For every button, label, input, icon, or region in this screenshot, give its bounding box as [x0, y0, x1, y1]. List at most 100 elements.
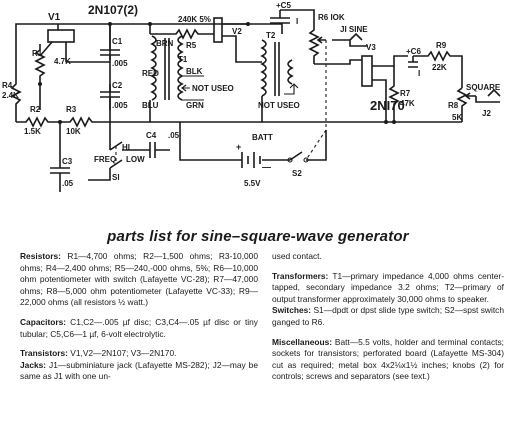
r9-resistor — [413, 50, 463, 88]
t2-label: T2 — [266, 31, 276, 40]
c4-label: C4 — [146, 131, 157, 140]
c4-capacitor — [122, 142, 170, 158]
batt-value: 5.5V — [244, 179, 261, 188]
r6-potentiometer — [308, 24, 320, 64]
top-rail-wire — [15, 23, 151, 40]
junction — [384, 120, 388, 124]
r5-resistor — [150, 28, 214, 40]
c5-to-r6-wire — [280, 9, 315, 24]
jacks-text: J1—subminiature jack (Lafayette MS-282);… — [20, 359, 258, 382]
r6-label: R6 IOK — [318, 13, 345, 22]
top-rail-wire-3 — [248, 23, 283, 34]
t2-secondary-coil — [287, 59, 294, 85]
transformers-text: T1—primary impedance 4,000 ohms center-t… — [272, 270, 504, 304]
transistors-text: V1,V2—2N107; V3—2N170. — [67, 348, 177, 359]
v3-leads — [372, 55, 408, 122]
misc-text: Batt—5.5 volts, holder and terminal cont… — [272, 336, 504, 382]
v2-transistor-symbol — [213, 17, 223, 43]
battery-minus: — — [262, 162, 271, 172]
batt-label: BATT — [252, 133, 273, 142]
t2-primary-coil — [260, 39, 267, 97]
t1-label: T1 — [178, 55, 188, 64]
s2-contact — [287, 157, 293, 163]
j2-jack — [475, 88, 501, 103]
capacitors-entry: Capacitors: C1,C2—.005 µf disc; C3,C4—.0… — [20, 317, 258, 340]
c6-capacitor — [408, 56, 418, 68]
r1-value: 4.7K — [54, 57, 71, 66]
battery-symbol — [241, 152, 261, 168]
r8-potentiometer — [456, 87, 468, 122]
r8-wiper — [464, 92, 476, 100]
r7-label: R7 — [400, 89, 411, 98]
r4-value: 2.4K — [2, 91, 19, 100]
t1-core — [164, 38, 170, 100]
switches-text: S1—dpdt or dpst slide type switch; S2—sp… — [272, 305, 504, 327]
red-lead-label: RED — [142, 69, 159, 78]
c5-label: +C5 — [276, 1, 291, 10]
v2-leads — [222, 23, 262, 63]
capacitors-text: C1,C2—.005 µf disc; C3,C4—.05 µf disc or… — [20, 316, 258, 339]
v1-label: V1 — [48, 12, 61, 23]
switches-heading: Switches: — [272, 305, 312, 316]
c1-capacitor — [100, 24, 120, 60]
r5-label: R5 — [186, 41, 197, 50]
r6-wiper — [316, 36, 326, 44]
r4-resistor — [10, 40, 22, 122]
t2-to-rail-wire — [150, 96, 263, 123]
brn-lead-label: BRN — [156, 39, 174, 48]
r7-value: 47K — [400, 99, 415, 108]
r9-label: R9 — [436, 41, 447, 50]
not-used-arrow-1 — [181, 84, 190, 92]
resistors-entry: Resistors: R1—4,700 ohms; R2—1,500 ohms;… — [20, 251, 258, 309]
j1-label: JI SINE — [340, 25, 368, 34]
battery-plus: + — [236, 142, 241, 152]
r8-label: R8 — [448, 101, 459, 110]
j2-label: J2 — [482, 109, 491, 118]
hi-label: HI — [122, 143, 130, 152]
transistors-entry: Transistors: V1,V2—2N107; V3—2N170.Jacks… — [20, 348, 258, 383]
resistors-text: R1—4,700 ohms; R2—1,500 ohms; R3-10,000 … — [20, 251, 258, 308]
not-used-label-2: NOT USEO — [258, 101, 300, 110]
c6-label: +C6 — [406, 47, 421, 56]
r3-label: R3 — [66, 105, 77, 114]
v2-label: V2 — [232, 27, 242, 36]
r9-value: 22K — [432, 63, 447, 72]
r7-resistor — [388, 66, 400, 122]
c3-capacitor — [50, 122, 70, 192]
r6-s2-gang-link — [305, 40, 327, 161]
freq-label: FREQ — [94, 155, 116, 164]
misc-entry: Miscellaneous: Batt—5.5 volts, holder an… — [272, 337, 504, 383]
c6-value: I — [418, 69, 420, 78]
s2-contact — [303, 157, 309, 163]
r3-value: 10K — [66, 127, 81, 136]
transformers-heading: Transformers: — [272, 270, 329, 281]
parts-list-title: parts list for sine–square-wave generato… — [107, 228, 409, 245]
r8-value: 5K — [452, 113, 462, 122]
misc-heading: Miscellaneous: — [272, 336, 333, 347]
c3-value: .05 — [62, 179, 74, 188]
junction — [392, 120, 396, 124]
r2-label: R2 — [30, 105, 41, 114]
v3-transistor-symbol — [361, 55, 373, 87]
r1-label: R1 — [32, 49, 43, 58]
c1-label: C1 — [112, 37, 123, 46]
t2-core — [274, 42, 280, 96]
capacitors-heading: Capacitors: — [20, 316, 67, 327]
blk-lead-label: BLK — [186, 67, 203, 76]
not-used-arrow-2 — [284, 83, 299, 95]
transformers-entry: Transformers: T1—primary impedance 4,000… — [272, 271, 504, 329]
square-label: SQUARE — [466, 83, 501, 92]
j1-to-v3-wire — [314, 59, 362, 65]
t1-primary-coil — [150, 35, 157, 101]
v3-label: V3 — [366, 43, 376, 52]
parts-list-right-column: used contact. Transformers: T1—primary i… — [272, 251, 504, 391]
jacks-heading: Jacks: — [20, 359, 47, 370]
s2-label: S2 — [292, 169, 302, 178]
jacks-continued: used contact. — [272, 251, 322, 261]
c2-capacitor — [100, 84, 120, 110]
c3-label: C3 — [62, 157, 73, 166]
grn-lead-label: GRN — [186, 101, 204, 110]
c2-value: .005 — [112, 101, 128, 110]
v1-v2-type-label: 2N107(2) — [88, 3, 138, 17]
circuit-schematic: V1 2N107(2) R1 4.7K R4 2.4K R2 1.5K R3 1… — [2, 1, 501, 192]
